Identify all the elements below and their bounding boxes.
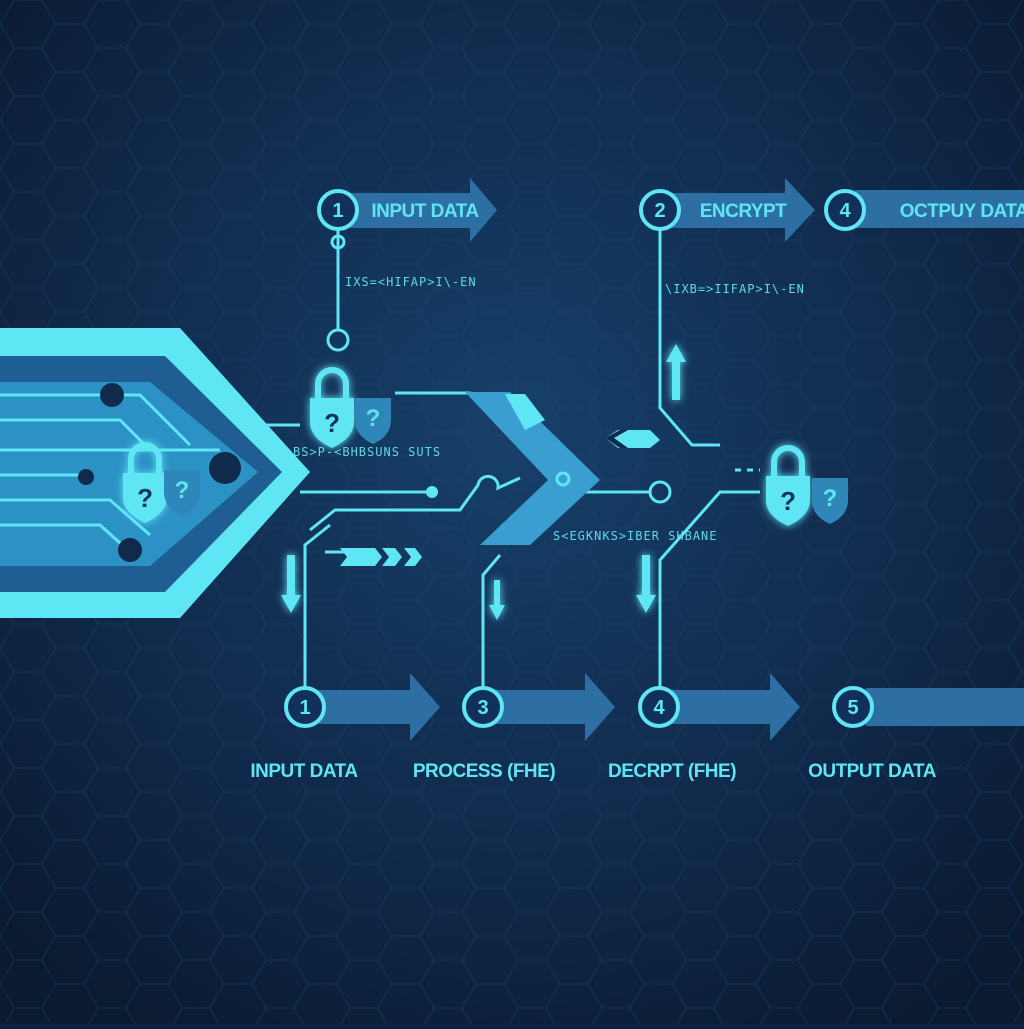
glyph-string: IXS=<HIFAP>I\-EN <box>345 275 477 289</box>
step-label: DECRPT (FHE) <box>608 761 736 782</box>
chevron-arrows <box>340 548 422 566</box>
step-label: OCTPUY DATA <box>900 201 1024 222</box>
bottom-step-1: 1 INPUT DATA <box>250 673 440 782</box>
bottom-step-4: 4 DECRPT (FHE) <box>608 673 800 782</box>
top-step-2: 2 ENCRYPT <box>639 178 815 242</box>
step-number: 4 <box>839 200 851 222</box>
step-label: INPUT DATA <box>250 761 358 782</box>
arrow-down-icon <box>636 555 656 613</box>
glyph-string: BS>P-<BHBSUNS SUTS <box>293 445 441 459</box>
bottom-step-3: 3 PROCESS (FHE) <box>413 673 615 782</box>
arrow-up-icon <box>666 344 686 400</box>
step-number: 5 <box>847 697 858 719</box>
left-chevron <box>0 328 310 618</box>
step-number: 1 <box>299 697 310 719</box>
arrow-down-icon <box>489 580 505 620</box>
step-number: 4 <box>653 697 665 719</box>
top-step-4: 4 OCTPUY DATA <box>824 189 1024 231</box>
circuit-wires <box>260 230 760 690</box>
bottom-step-5: 5 OUTPUT DATA <box>808 686 1024 782</box>
step-number: 2 <box>654 200 665 222</box>
step-number: 1 <box>332 200 343 222</box>
step-label: OUTPUT DATA <box>808 761 937 782</box>
step-label: PROCESS (FHE) <box>413 761 556 782</box>
top-step-1: 1 INPUT DATA <box>317 178 497 242</box>
glyph-string: S<EGKNKS>IBER SHBANE <box>553 529 718 543</box>
middle-chevron <box>465 392 660 545</box>
step-number: 3 <box>477 697 488 719</box>
arrow-down-icon <box>281 555 301 613</box>
step-label: INPUT DATA <box>371 201 479 222</box>
glyph-string: \IXB=>IIFAP>I\-EN <box>665 282 805 296</box>
step-label: ENCRYPT <box>700 201 787 222</box>
